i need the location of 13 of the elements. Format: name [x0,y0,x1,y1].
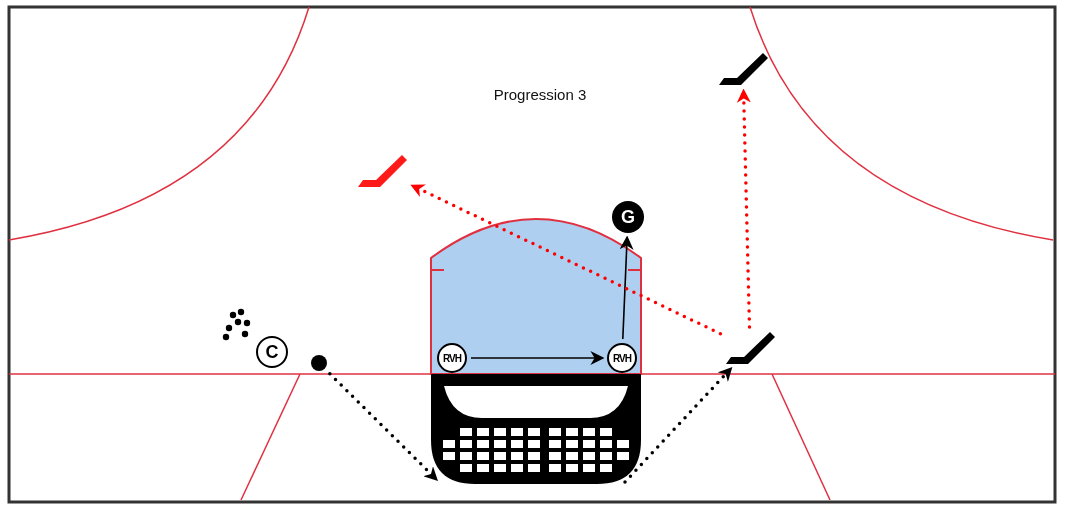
player-marker: C [256,336,288,368]
hockey-stick-icon [356,154,408,188]
diagram-title: Progression 3 [492,86,588,103]
player-marker: G [612,201,644,233]
arrow [736,88,752,329]
hockey-net-drawing [431,374,641,484]
hockey-stick-icon [717,52,769,86]
hockey-stick-icon [724,331,776,365]
arrow [619,235,634,340]
arrow [328,372,439,482]
arrow [470,351,605,365]
arrow [409,183,723,336]
puck [311,355,327,371]
